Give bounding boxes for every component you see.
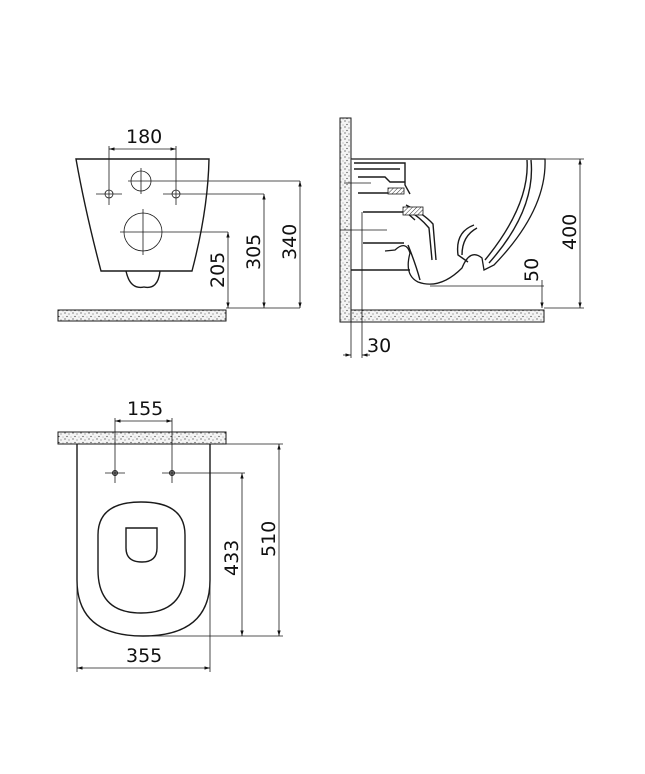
dim-155: 155	[127, 398, 163, 420]
dim-205: 205	[207, 252, 229, 288]
dim-400: 400	[559, 214, 581, 250]
bowl-opening	[97, 501, 186, 614]
outlet-spigot	[125, 270, 161, 289]
dim-355: 355	[126, 645, 162, 667]
top-view: 155 433 510 355	[57, 398, 283, 672]
wall-slab	[57, 431, 227, 445]
dim-180: 180	[126, 126, 162, 148]
toilet-section-outline	[351, 158, 546, 285]
inlet-pipe	[354, 162, 411, 195]
wall-slab	[339, 117, 352, 323]
floor-slab	[57, 309, 227, 322]
side-section-view: 400 50 30	[339, 117, 584, 358]
toilet-rear-outline	[75, 158, 210, 272]
floor-slab	[350, 309, 545, 323]
dim-30: 30	[367, 335, 391, 357]
dim-50: 50	[521, 258, 543, 282]
dim-305: 305	[243, 234, 265, 270]
dim-340: 340	[279, 224, 301, 260]
rear-view: 180 205 305 340	[57, 126, 302, 322]
drain-opening	[125, 527, 158, 563]
bowl-inner-wall	[484, 159, 528, 261]
dim-433: 433	[221, 540, 243, 576]
dim-510: 510	[258, 521, 280, 557]
